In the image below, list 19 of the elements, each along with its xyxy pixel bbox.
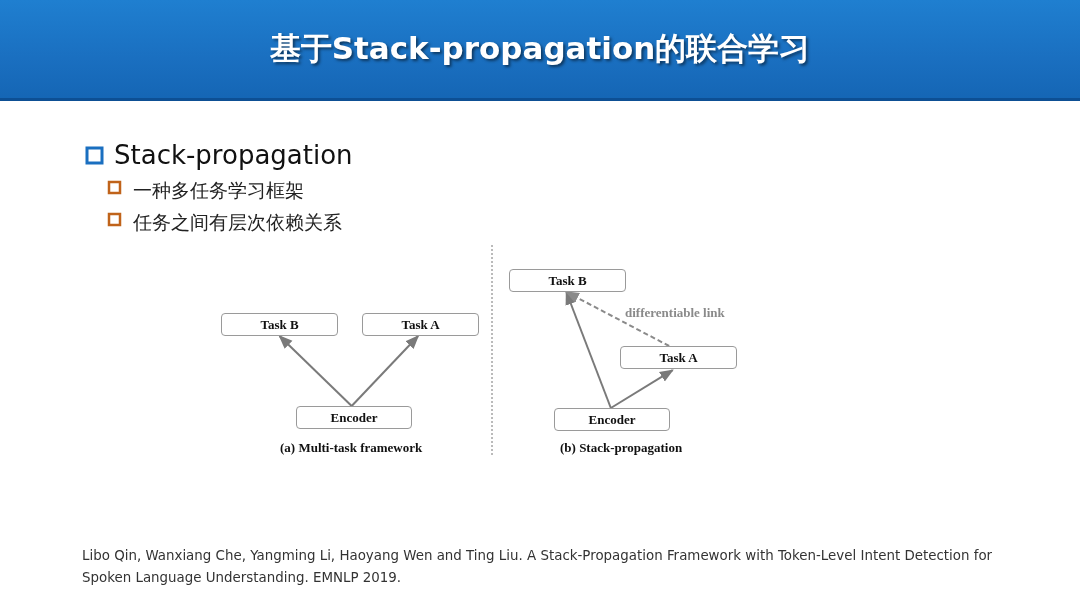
arrow — [350, 335, 420, 407]
figure-caption: (a) Multi-task framework — [280, 440, 423, 456]
task-box: Encoder — [554, 408, 670, 431]
figure-caption: (b) Stack-propagation — [560, 440, 683, 456]
arrow — [565, 290, 612, 409]
bullet-text: Stack-propagation — [114, 140, 353, 170]
reference-text: Libo Qin, Wanxiang Che, Yangming Li, Haoyang Wen and Ting Liu. A Stack-Propagation Framework with Token-Level Intent Detection for Spoken Language Understanding. EMNLP 2019. — [82, 547, 994, 587]
slide-title: 基于Stack-propagation的联合学习 — [269, 30, 811, 66]
bullet-text: 任务之间有层次依赖关系 — [133, 210, 342, 235]
arrow — [609, 369, 674, 409]
edge-label: differentiable link — [625, 305, 725, 321]
bullet-text: 一种多任务学习框架 — [133, 178, 304, 203]
task-box: Task B — [509, 269, 626, 292]
task-box: Task B — [221, 313, 338, 336]
dashed-arrow — [565, 291, 671, 347]
task-box: Task A — [362, 313, 479, 336]
task-box: Task A — [620, 346, 737, 369]
arrow — [278, 335, 353, 407]
task-box: Encoder — [296, 406, 412, 429]
